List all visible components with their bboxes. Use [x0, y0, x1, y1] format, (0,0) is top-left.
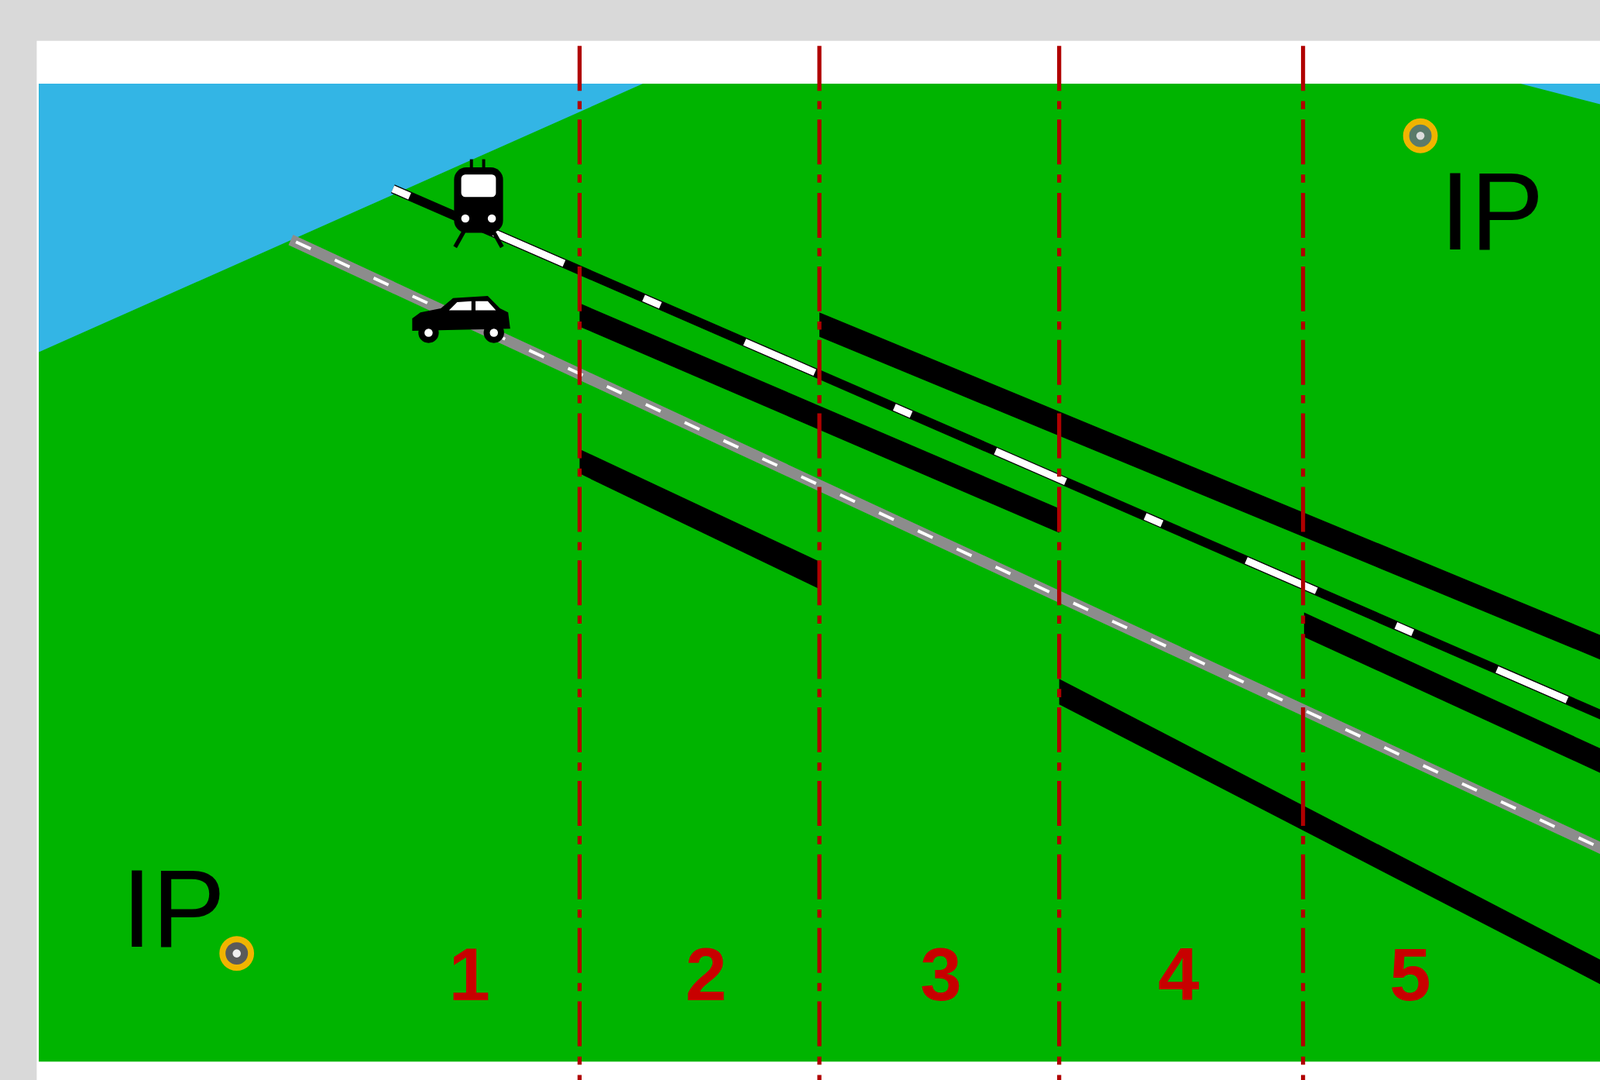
- section-number: 5: [1389, 937, 1431, 1012]
- road-markings: [295, 241, 1600, 853]
- ip-marker: [222, 938, 251, 968]
- point-label: IP: [1439, 156, 1544, 267]
- barrier-band: [819, 312, 1600, 660]
- car-icon: [412, 295, 510, 344]
- train-icon: [453, 159, 503, 248]
- section-boundary: [1301, 45, 1305, 1080]
- section-number: 4: [1157, 937, 1199, 1012]
- section-boundary: [1057, 45, 1061, 1080]
- section-boundaries: [579, 45, 1303, 1080]
- railway-markings: [392, 188, 1600, 720]
- water-right: [1520, 83, 1600, 104]
- barrier-band: [579, 449, 820, 590]
- point-label: IP: [121, 853, 226, 964]
- ip-marker: [1406, 121, 1436, 151]
- barrier-band: [1059, 678, 1600, 984]
- section-boundary: [577, 45, 582, 1080]
- road: [291, 240, 1600, 854]
- section-boundary: [817, 45, 821, 1080]
- railway: [392, 188, 1600, 720]
- white-sheet: [36, 41, 1600, 1080]
- section-number: 1: [448, 937, 490, 1012]
- water-left: [38, 83, 643, 353]
- section-number: 2: [685, 937, 727, 1012]
- barrier-band: [1304, 612, 1600, 773]
- section-number: 3: [920, 937, 962, 1012]
